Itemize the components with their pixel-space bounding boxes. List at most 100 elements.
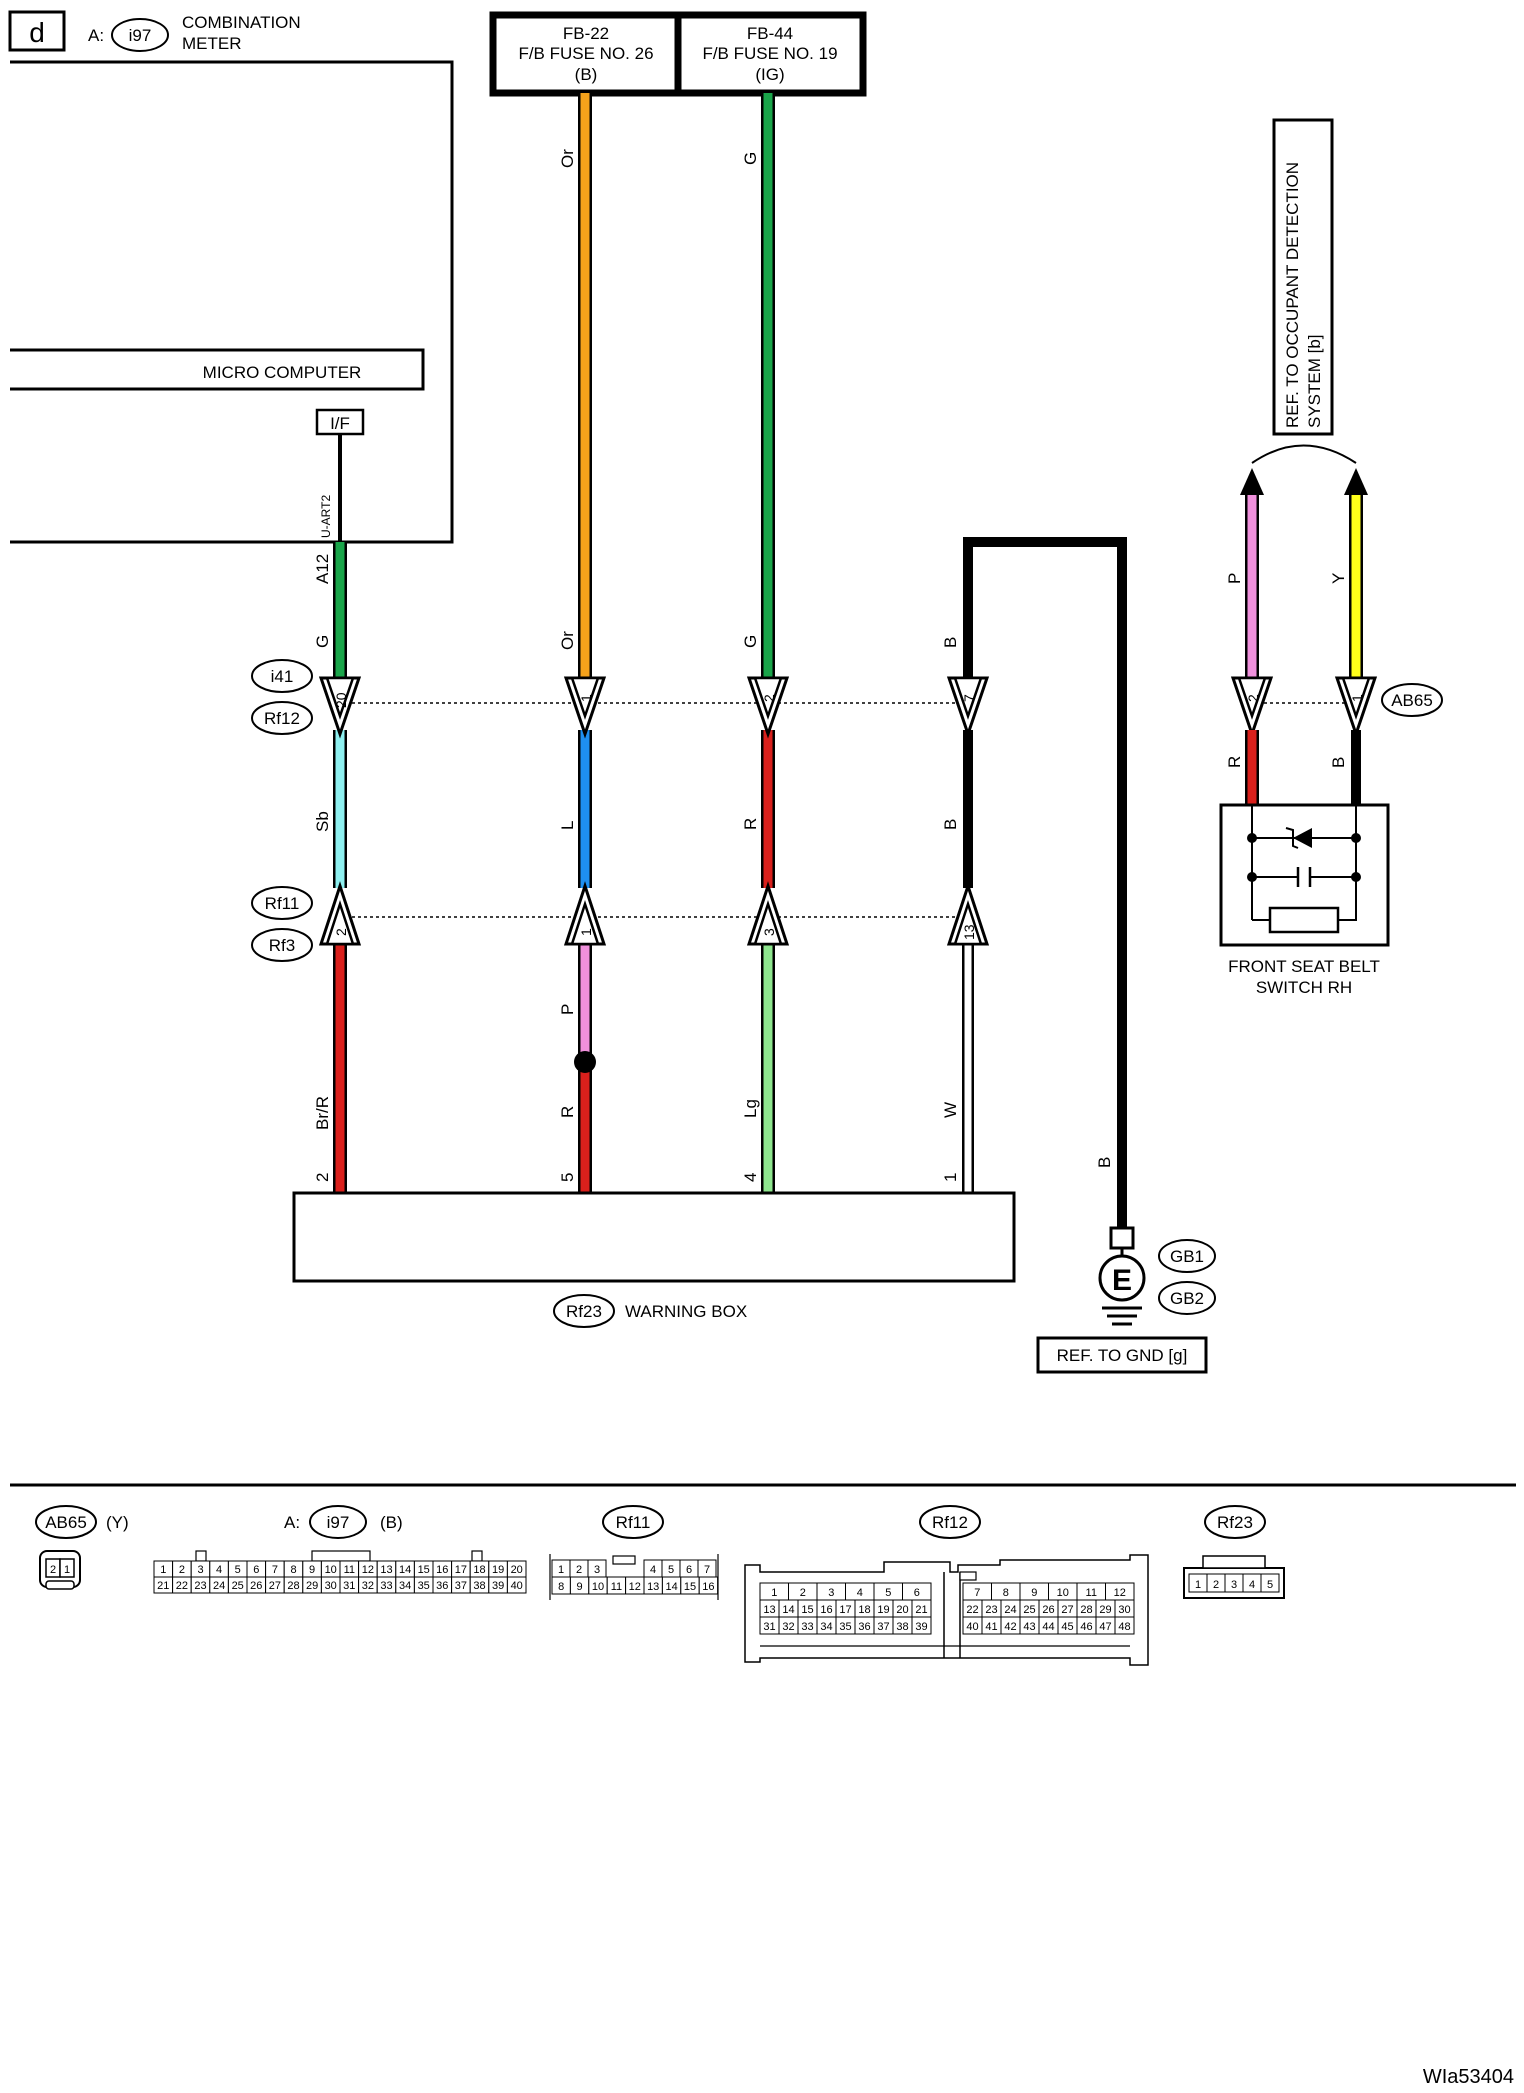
c4-bottom-color: W: [941, 1102, 960, 1118]
c4-top-color: B: [941, 637, 960, 648]
pin-number: 20: [511, 1564, 523, 1576]
pin-number: 3: [197, 1564, 203, 1576]
pin-cell: [911, 1616, 932, 1635]
pin-number: 15: [684, 1581, 696, 1593]
pin-number: 24: [1004, 1604, 1016, 1616]
c4-box-pin: 1: [941, 1173, 960, 1182]
pin-number: 10: [592, 1581, 604, 1593]
pin-number: 9: [577, 1581, 583, 1593]
pin-number: 41: [985, 1621, 997, 1633]
fuse1-line3: (B): [575, 65, 598, 84]
pin-number: 33: [380, 1580, 392, 1592]
warning-box: Rf23 WARNING BOX: [292, 1191, 1016, 1328]
wire-column-1: G Sb Br/R 2: [313, 542, 347, 1193]
warning-box-label: WARNING BOX: [625, 1302, 747, 1321]
section-marker: d: [8, 10, 66, 52]
pin-number: 37: [877, 1621, 889, 1633]
pin-number: 11: [1086, 1587, 1097, 1599]
pin-number: 8: [1003, 1587, 1009, 1599]
legend-rf12-name: Rf12: [932, 1513, 968, 1532]
c3-top-color: G: [741, 635, 760, 648]
connector-labels: i41 Rf12 Rf11 Rf3: [251, 659, 313, 962]
meter-name-line2: METER: [182, 34, 242, 53]
ground-letter: E: [1112, 1264, 1132, 1297]
pin-number: 2: [179, 1564, 185, 1576]
legend-ab65-color: (Y): [106, 1513, 129, 1532]
pin-number: 18: [473, 1564, 485, 1576]
pin-cell: [1114, 1616, 1135, 1635]
pin-number: 12: [629, 1581, 641, 1593]
gb2-label: GB2: [1170, 1289, 1204, 1308]
pin-number: 26: [250, 1580, 262, 1592]
pin-number: 29: [1099, 1604, 1111, 1616]
legend-ab65-name: AB65: [45, 1513, 87, 1532]
pin-number: 39: [915, 1621, 927, 1633]
c1-box-pin: 2: [313, 1173, 332, 1182]
pin-number: 32: [782, 1621, 794, 1633]
pin-number: 11: [344, 1564, 355, 1576]
pin-number: 16: [820, 1604, 832, 1616]
pin-number: 16: [436, 1564, 448, 1576]
pin-number: 27: [269, 1580, 281, 1592]
occupant-ref-line1: REF. TO OCCUPANT DETECTION: [1283, 162, 1302, 428]
c3-pin-top: 2: [761, 694, 777, 702]
pin-number: 14: [665, 1581, 677, 1593]
pin-number: 14: [782, 1604, 794, 1616]
c2-top-color: Or: [558, 631, 577, 650]
pin-number: 40: [511, 1580, 523, 1592]
pin-number: 21: [157, 1580, 169, 1592]
pin-number: 5: [668, 1564, 674, 1576]
pin-number: 11: [611, 1581, 622, 1593]
pin-number: 27: [1061, 1604, 1073, 1616]
pin-number: 24: [213, 1580, 225, 1592]
switch-name-line1: FRONT SEAT BELT: [1228, 957, 1380, 976]
ab65-label: AB65: [1391, 691, 1433, 710]
pin-number: 22: [966, 1604, 978, 1616]
pin-number: 30: [325, 1580, 337, 1592]
c4-mid-color: B: [941, 819, 960, 830]
pin-number: 33: [801, 1621, 813, 1633]
pin-number: 45: [1061, 1621, 1073, 1633]
rf12-label: Rf12: [264, 709, 300, 728]
c4-pin-top: 7: [961, 694, 977, 702]
pin-number: 25: [1023, 1604, 1035, 1616]
c3-box-pin: 4: [741, 1173, 760, 1182]
pin-c4-bottom: 13: [946, 881, 990, 946]
pin-cell: [1260, 1573, 1280, 1593]
meter-name-line1: COMBINATION: [182, 13, 301, 32]
pin-number: 1: [558, 1564, 564, 1576]
pin-number: 13: [647, 1581, 659, 1593]
pin-c1-top: 20: [318, 676, 362, 739]
fuse-box: FB-22 F/B FUSE NO. 26 (B) FB-44 F/B FUSE…: [489, 11, 867, 97]
pin-number: 12: [362, 1564, 374, 1576]
c2-pin-top: 1: [578, 694, 594, 702]
legend-i97-color: (B): [380, 1513, 403, 1532]
pin-number: 2: [576, 1564, 582, 1576]
pin-number: 48: [1118, 1621, 1130, 1633]
pin-number: 26: [1042, 1604, 1054, 1616]
pin-c2-bottom: 1: [563, 881, 607, 946]
c4-pin-bottom: 13: [961, 924, 977, 940]
c3-mid-color: R: [741, 818, 760, 830]
micro-computer-label: MICRO COMPUTER: [203, 363, 362, 382]
pin-number: 4: [857, 1587, 863, 1599]
pin-number: 29: [306, 1580, 318, 1592]
r-wire-color: R: [1225, 756, 1244, 768]
pin-number: 23: [985, 1604, 997, 1616]
pin-number: 4: [216, 1564, 222, 1576]
c2-lower2-color: R: [558, 1106, 577, 1118]
pin-number: 15: [418, 1564, 430, 1576]
pin-number: 7: [272, 1564, 278, 1576]
pin-number: 38: [896, 1621, 908, 1633]
i41-label: i41: [271, 667, 294, 686]
combination-meter: A: i97 COMBINATION METER MICRO COMPUTER …: [10, 13, 454, 584]
legend-ab65: AB65 (Y) 2 1: [35, 1505, 129, 1590]
fuse2-line2: F/B FUSE NO. 19: [702, 44, 837, 63]
pin-number: 36: [858, 1621, 870, 1633]
pin-number: 36: [436, 1580, 448, 1592]
c1-pin-bottom: 2: [333, 928, 349, 936]
pin-number: 13: [380, 1564, 392, 1576]
